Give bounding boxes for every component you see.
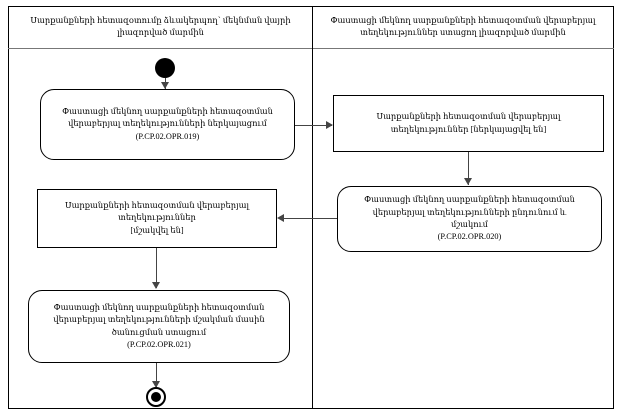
initial-node[interactable] (155, 58, 175, 78)
edge-activity-019-to-object-submitted (295, 125, 332, 126)
activity-node-opr-021[interactable]: Փաստացի մեկնող սարքանքների հետազօտման վե… (28, 290, 290, 363)
swimlane-vertical-divider (312, 6, 313, 409)
arrowhead-object-processed-to-activity-021 (152, 282, 160, 289)
arrowhead-initial-to-activity-019 (161, 82, 169, 89)
object-node-information-submitted[interactable]: Սարքանքների հետազօտման վերաբերյալ տեղեկո… (333, 95, 604, 152)
edge-activity-021-to-final (156, 363, 157, 387)
final-node[interactable] (146, 387, 166, 407)
activity-node-opr-019[interactable]: Փաստացի մեկնող սարքանքների հետազօտման վե… (40, 89, 295, 160)
edge-activity-020-to-object-processed (279, 218, 337, 219)
arrowhead-object-submitted-to-activity-020 (464, 178, 472, 185)
activity-node-opr-020-label: Փաստացի մեկնող սարքանքների հետազօտման վե… (364, 195, 575, 242)
arrowhead-activity-021-to-final (152, 381, 160, 388)
object-node-information-processed[interactable]: Սարքանքների հետազօտման վերաբերյալ տեղեկո… (37, 189, 277, 248)
object-node-information-processed-label: Սարքանքների հետազօտման վերաբերյալ տեղեկո… (64, 201, 250, 235)
activity-node-opr-020[interactable]: Փաստացի մեկնող սարքանքների հետազօտման վե… (337, 186, 602, 252)
swimlane-header-left: Սարքանքների հետազօտումը ձևակերպող՝ մեկնմ… (30, 16, 291, 37)
arrowhead-activity-020-to-object-processed (277, 214, 284, 222)
swimlane-header-right: Փաստացի մեկնող սարքանքների հետազօտման վե… (330, 16, 596, 37)
activity-node-opr-019-label: Փաստացի մեկնող սարքանքների հետազօտման վե… (62, 107, 273, 141)
edge-object-submitted-to-activity-020 (468, 152, 469, 185)
object-node-information-submitted-label: Սարքանքների հետազօտման վերաբերյալ տեղեկո… (376, 112, 561, 134)
edge-object-processed-to-activity-021 (156, 248, 157, 288)
arrowhead-activity-019-to-object-submitted (326, 121, 333, 129)
activity-node-opr-021-label: Փաստացի մեկնող սարքանքների հետազօտման վե… (53, 302, 265, 349)
swimlane-header-divider (8, 48, 614, 49)
